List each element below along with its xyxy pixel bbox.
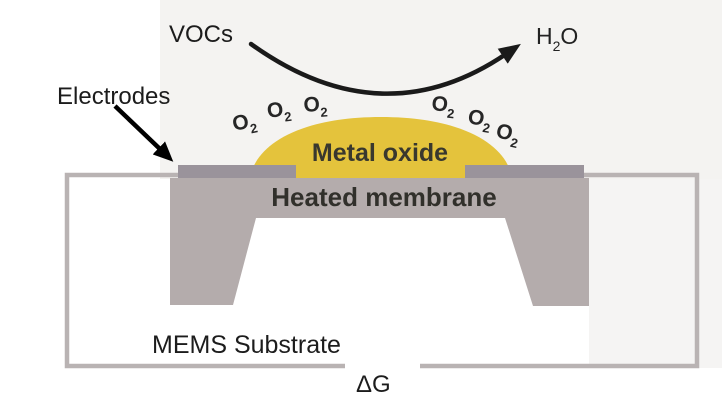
electrode-right xyxy=(465,165,584,178)
electrodes-label: Electrodes xyxy=(57,83,170,110)
o2-molecule: O2 xyxy=(465,105,493,136)
electrodes-pointer-arrow xyxy=(113,104,174,162)
o2-molecule: O2 xyxy=(265,97,292,127)
h2o-o: O xyxy=(560,23,578,49)
o2-molecule: O2 xyxy=(230,108,259,139)
mems-substrate-label: MEMS Substrate xyxy=(152,331,341,359)
h2o-label: H2O xyxy=(536,23,578,54)
o2-molecule: O2 xyxy=(430,92,456,121)
o2-molecule: O2 xyxy=(493,119,522,151)
circuit-wire-left xyxy=(64,172,345,369)
delta-g-label: ΔG xyxy=(356,371,391,398)
circuit-wire-right xyxy=(420,172,700,369)
metal-oxide-dome xyxy=(250,117,512,179)
reaction-arrow xyxy=(248,41,521,96)
metal-oxide-label: Metal oxide xyxy=(312,139,448,167)
heated-membrane-label: Heated membrane xyxy=(271,182,496,212)
background-tint-right xyxy=(589,179,722,368)
h2o-subscript: 2 xyxy=(553,38,561,54)
h2o-h: H xyxy=(536,23,553,49)
o2-molecule: O2 xyxy=(303,92,328,121)
electrode-left xyxy=(178,165,296,178)
vocs-label: VOCs xyxy=(169,21,233,48)
heated-membrane-shape xyxy=(170,178,589,306)
